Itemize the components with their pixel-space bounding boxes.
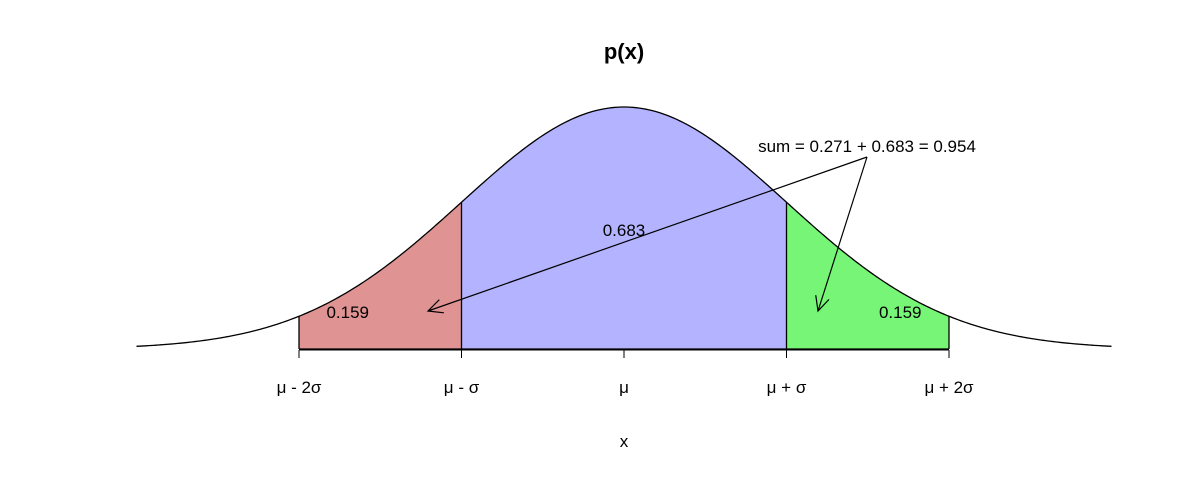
annotation-arrowhead-1 [426,299,444,314]
shaded-region-2 [461,107,787,349]
chart-title: p(x) [604,39,644,64]
region-value-labels: 0.159 0.683 0.159 [326,221,921,322]
shaded-regions [299,107,949,349]
region-label-2: 0.683 [603,221,646,240]
sum-annotation: sum = 0.271 + 0.683 = 0.954 [758,137,976,156]
density-curve [136,106,1112,347]
x-tick-label-4: μ + σ [767,378,807,397]
annotation-arrow-2 [817,156,868,312]
region-label-1: 0.159 [326,303,369,322]
x-axis-label: x [620,432,629,451]
region-boundaries [298,202,950,350]
x-tick-label-5: μ + 2σ [924,378,974,397]
annotation-arrow-1 [427,156,868,312]
annotation-arrowhead-2 [815,295,830,313]
x-tick-label-2: μ - σ [444,378,480,397]
x-tick-label-1: μ - 2σ [277,378,322,397]
region-label-3: 0.159 [879,303,922,322]
x-axis-ticks: μ - 2σ μ - σ μ μ + σ μ + 2σ [277,350,974,397]
x-tick-label-3: μ [619,378,629,397]
annotation-arrows [426,156,868,314]
